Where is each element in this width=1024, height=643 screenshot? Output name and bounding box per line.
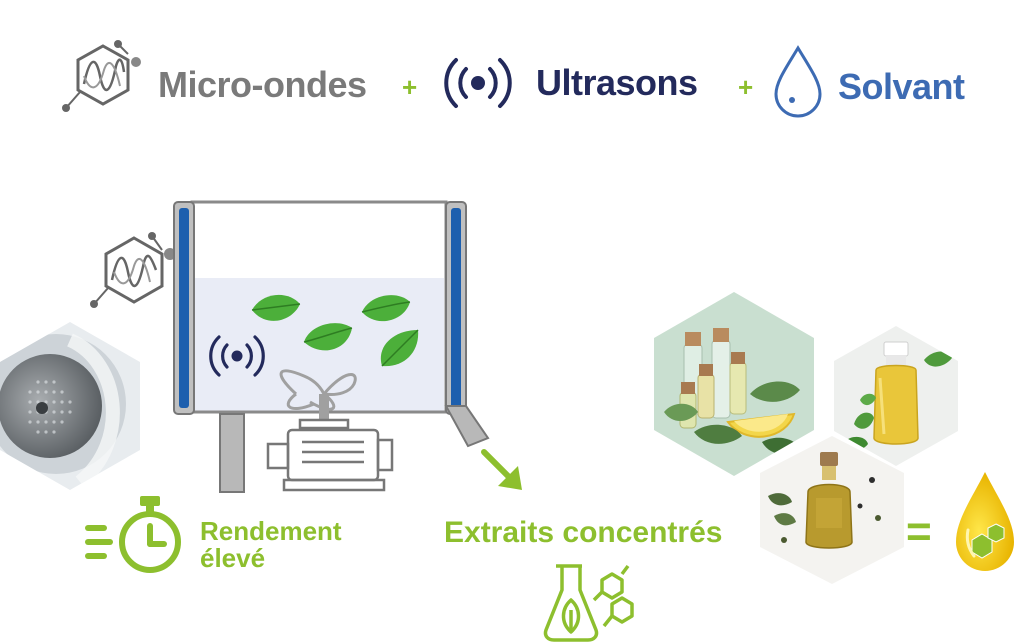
oil-bottle-mint-photo (834, 326, 958, 466)
olive-oil-bottle-photo (760, 436, 904, 584)
ultrasound-icon (206, 334, 268, 378)
leaf-icon (358, 290, 414, 328)
solvent-label: Solvant (838, 66, 965, 107)
leaf-icon (376, 326, 422, 370)
yield-label-line1: Rendement (200, 516, 342, 546)
yield-label-line2: élevé (200, 543, 266, 573)
drop-icon (770, 44, 826, 120)
sieve-photo (0, 322, 140, 490)
ultrasound-icon (440, 56, 516, 110)
stopwatch-icon (84, 492, 196, 576)
microwave-icon (58, 36, 148, 116)
microwave-label: Micro-ondes (158, 64, 367, 105)
flask-molecule-icon (542, 560, 642, 642)
arrow-icon (478, 446, 528, 496)
leaf-icon (300, 318, 356, 358)
equals-sign: = (906, 507, 932, 556)
extracts-label: Extraits concentrés (444, 516, 723, 549)
essential-oil-bottles-photo (654, 292, 814, 476)
plus-sign: + (738, 72, 754, 102)
oil-drop-icon (952, 468, 1018, 582)
plus-sign: + (402, 72, 418, 102)
ultrasound-label: Ultrasons (536, 62, 698, 103)
leaf-icon (248, 290, 304, 328)
